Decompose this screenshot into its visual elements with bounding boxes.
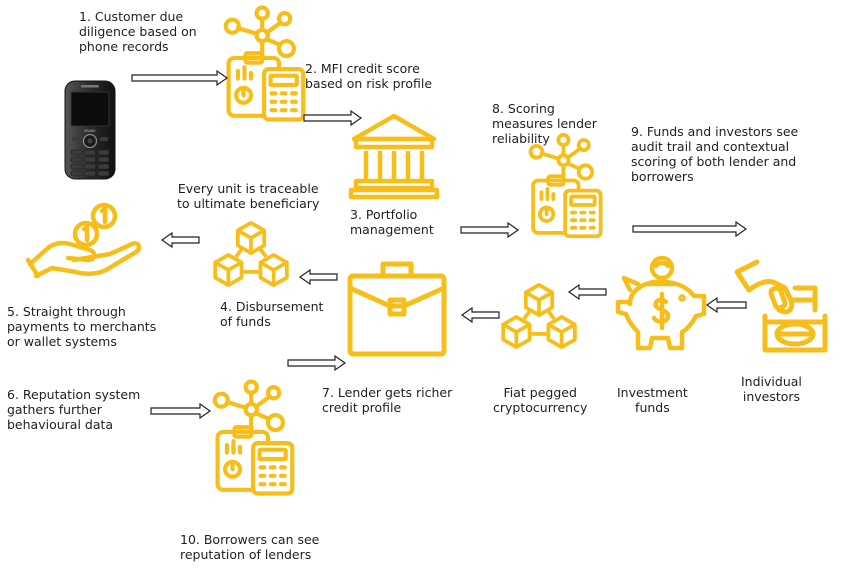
step6-label: 6. Reputation system gathers further beh… [7,387,141,432]
arrow-right [303,109,363,127]
arrow-right [150,402,212,420]
fiat-crypto-label: Fiat pegged cryptocurrency [493,385,588,415]
arrow-right [131,69,229,87]
arrow-right [460,221,520,239]
arrow-right [287,354,347,372]
arrow-left [705,296,747,314]
step5-label: 5. Straight through payments to merchant… [7,304,157,349]
arrow-right [632,220,748,238]
step10-label: 10. Borrowers can see reputation of lend… [180,532,320,562]
step1-label: 1. Customer due diligence based on phone… [79,9,197,54]
step4-label: 4. Disbursement of funds [220,299,324,329]
investor-hand-coin-icon [734,259,828,353]
step3-label: 3. Portfolio management [350,207,434,237]
svg-text:BRAND: BRAND [84,129,96,133]
piggy-bank-icon [615,255,707,351]
arrow-left [160,231,200,249]
investment-funds-label: Investment funds [617,385,688,415]
traceable-label: Every unit is traceable to ultimate bene… [177,181,320,211]
credit-score-calculator-icon [212,377,296,499]
mobile-phone-icon: BRAND [64,80,116,180]
step2-label: 2. MFI credit score based on risk profil… [305,61,433,91]
credit-score-calculator-icon [528,131,604,241]
arrow-left [298,268,338,286]
bank-building-icon [348,113,440,200]
step8-label: 8. Scoring measures lender reliability [492,101,597,146]
individual-investors-label: Individual investors [741,374,802,404]
blocks-cubes-icon [213,221,289,287]
step7-label: 7. Lender gets richer credit profile [322,385,453,415]
arrow-left [567,283,607,301]
briefcase-icon [347,261,447,357]
hand-coins-icon [25,202,142,279]
credit-score-calculator-icon [223,4,307,124]
step9-label: 9. Funds and investors see audit trail a… [631,124,799,184]
arrow-left [460,306,500,324]
blocks-cubes-icon [501,283,577,349]
